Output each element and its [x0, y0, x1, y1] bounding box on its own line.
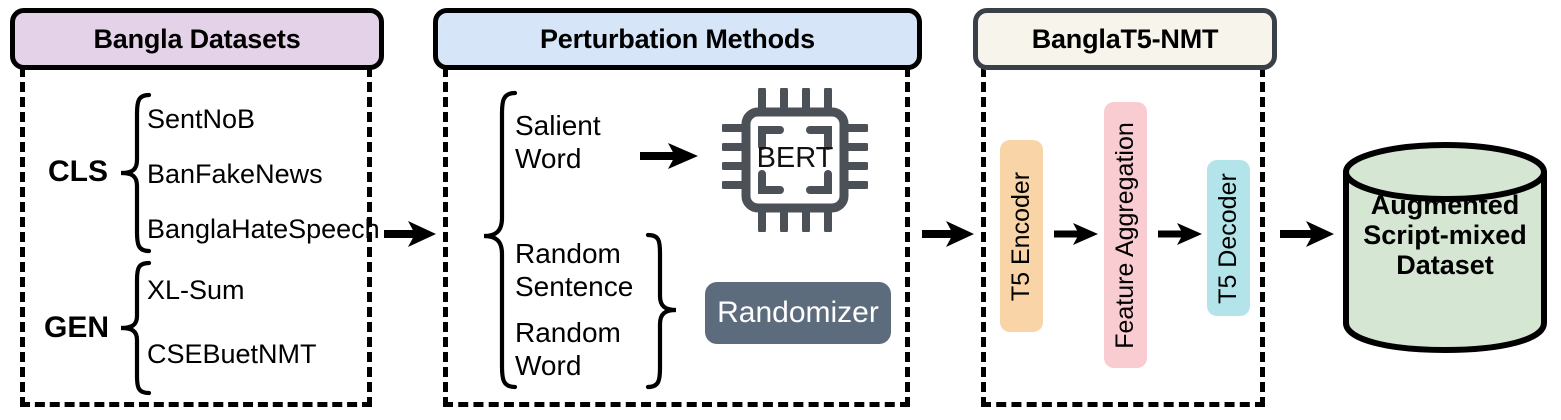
augmented-dataset-label: Augmented Script-mixed Dataset: [1340, 190, 1550, 281]
dataset-item-xlsum: XL-Sum: [147, 275, 245, 305]
arrow-aggregation-to-decoder: [1158, 223, 1202, 245]
panel-header-label: Bangla Datasets: [93, 23, 301, 54]
block-label-feature-aggregation: Feature Aggregation: [1111, 121, 1139, 349]
dataset-item-sentnob: SentNoB: [147, 104, 256, 134]
arrow-datasets-to-perturbation: [384, 221, 436, 247]
output-line-1: Augmented: [1370, 190, 1520, 220]
group-label-gen: GEN: [44, 311, 110, 344]
bert-chip-icon: [722, 88, 868, 232]
group-label-cls: CLS: [48, 155, 108, 188]
augmented-dataset-cylinder: [1343, 142, 1547, 353]
arrow-encoder-to-aggregation: [1054, 223, 1098, 245]
brace-random-methods: [645, 232, 677, 390]
panel-header-banglat5-nmt: BanglaT5-NMT: [973, 8, 1277, 70]
method-salient-line2: Word: [515, 143, 582, 174]
arrow-perturbation-to-nmt: [922, 221, 974, 247]
dataset-item-csebuetnmt: CSEBuetNMT: [147, 339, 317, 369]
panel-body-bangla-datasets: [20, 52, 372, 407]
method-salient-line1: Salient: [515, 110, 601, 141]
brace-methods-all: [483, 90, 518, 390]
block-feature-aggregation: Feature Aggregation: [1104, 102, 1147, 368]
arrow-nmt-to-output: [1280, 221, 1334, 247]
output-line-3: Dataset: [1396, 250, 1494, 281]
block-label-t5-decoder: T5 Decoder: [1214, 172, 1242, 304]
method-random-sentence-line2: Sentence: [515, 271, 634, 302]
block-label-t5-encoder: T5 Encoder: [1007, 171, 1035, 301]
panel-header-bangla-datasets: Bangla Datasets: [10, 8, 384, 70]
panel-header-label: BanglaT5-NMT: [1031, 23, 1219, 54]
method-random-word-line2: Word: [515, 350, 582, 381]
block-t5-decoder: T5 Decoder: [1207, 160, 1250, 316]
output-line-2: Script-mixed: [1363, 220, 1527, 251]
block-t5-encoder: T5 Encoder: [1000, 140, 1043, 332]
brace-gen: [120, 260, 152, 396]
randomizer-label: Randomizer: [717, 296, 879, 329]
panel-header-label: Perturbation Methods: [539, 23, 815, 54]
method-random-sentence-line1: Random: [515, 238, 621, 269]
method-random-word-line1: Random: [515, 317, 621, 348]
randomizer-block: Randomizer: [705, 282, 891, 344]
brace-cls: [120, 92, 152, 254]
bert-chip-label: BERT: [756, 142, 834, 174]
dataset-item-banglahatespeech: BanglaHateSpeech: [147, 214, 380, 244]
panel-header-perturbation-methods: Perturbation Methods: [433, 8, 922, 70]
dataset-item-banfakenews: BanFakeNews: [147, 159, 323, 189]
arrow-salient-to-bert: [640, 143, 698, 169]
